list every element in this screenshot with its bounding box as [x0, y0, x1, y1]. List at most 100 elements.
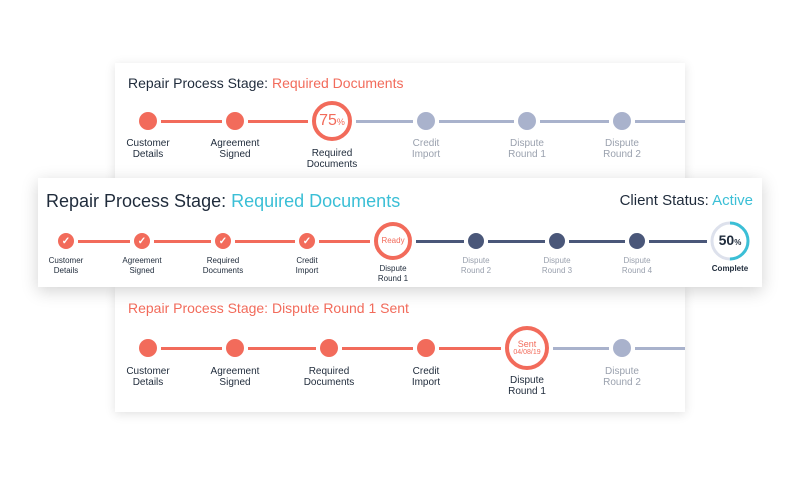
connector-line: [416, 240, 464, 243]
stage-title: Repair Process Stage: Required Documents: [128, 75, 403, 91]
completion-label: Complete: [711, 264, 749, 273]
connector-line: [635, 347, 685, 350]
connector-line: [439, 120, 514, 123]
step-label-line1: Customer: [48, 256, 84, 265]
step-node-done: [226, 339, 244, 357]
step-node-done: ✓: [299, 233, 315, 249]
step-label-line2: Import: [411, 377, 441, 388]
stage-title: Repair Process Stage: Required Documents: [46, 191, 400, 212]
step-label-line2: Round 1: [377, 274, 409, 283]
step-label-line2: Round 1: [508, 386, 546, 397]
step-node-pending: [629, 233, 645, 249]
step-label-line1: Agreement: [210, 138, 260, 149]
step-label-line1: Dispute: [605, 138, 639, 149]
connector-line: [488, 240, 545, 243]
step-label-line1: Credit: [412, 138, 440, 149]
step-node-done: [320, 339, 338, 357]
check-icon: ✓: [302, 235, 312, 247]
connector-line: [553, 347, 609, 350]
step-label-line1: Credit: [412, 366, 440, 377]
stage-card-dispute-sent: Repair Process Stage: Dispute Round 1 Se…: [115, 286, 685, 412]
step-label-line2: Documents: [202, 266, 244, 275]
step-label-line2: Details: [132, 377, 164, 388]
connector-line: [78, 240, 130, 243]
step-label-line2: Signed: [219, 377, 251, 388]
completion-value: 50: [718, 232, 735, 248]
step-badge: 75%: [319, 112, 345, 130]
connector-line: [161, 347, 222, 350]
connector-line: [569, 240, 625, 243]
connector-line: [248, 347, 316, 350]
stage-title: Repair Process Stage: Dispute Round 1 Se…: [128, 300, 409, 316]
step-label-line1: Dispute: [623, 256, 651, 265]
step-node-pending: [613, 339, 631, 357]
connector-line: [154, 240, 211, 243]
step-label-line2: Documents: [303, 377, 355, 388]
stage-card-main: Repair Process Stage: Required Documents…: [38, 178, 762, 287]
step-label-line1: Dispute: [510, 138, 544, 149]
step-node-current: 75%: [312, 101, 352, 141]
status-label: Client Status:: [619, 192, 709, 209]
step-node-done: ✓: [58, 233, 74, 249]
step-node-pending: [613, 112, 631, 130]
connector-line: [439, 347, 501, 350]
title-prefix: Repair Process Stage:: [128, 75, 269, 91]
step-node-done: [139, 112, 157, 130]
step-label-line1: Customer: [126, 138, 170, 149]
completion-ring: [710, 221, 750, 261]
step-badge: Ready: [381, 235, 405, 246]
client-status: Client Status: Active: [620, 192, 753, 209]
badge-value: Sent: [517, 338, 537, 349]
step-label-line2: Details: [53, 266, 79, 275]
completion-unit: %: [734, 238, 742, 247]
badge-value: Ready: [381, 235, 405, 245]
connector-line: [342, 347, 413, 350]
step-label-line2: Round 3: [541, 266, 573, 275]
step-node-done: [417, 339, 435, 357]
ring-progress: [710, 221, 750, 261]
step-label-line1: Required: [308, 366, 350, 377]
connector-line: [540, 120, 609, 123]
step-node-done: [226, 112, 244, 130]
step-label-line2: Import: [411, 149, 441, 160]
step-node-done: [139, 339, 157, 357]
step-node-current: Ready: [374, 222, 412, 260]
step-label-line2: Round 1: [508, 149, 546, 160]
connector-line: [356, 120, 413, 123]
step-label-line2: Signed: [219, 149, 251, 160]
step-label-line2: Round 4: [621, 266, 653, 275]
title-value: Required Documents: [231, 191, 401, 211]
check-icon: ✓: [218, 235, 228, 247]
step-label-line2: Import: [295, 266, 319, 275]
step-label-line2: Round 2: [603, 377, 641, 388]
title-prefix: Repair Process Stage:: [46, 191, 227, 211]
badge-unit: %: [336, 117, 345, 128]
check-icon: ✓: [61, 235, 71, 247]
step-node-pending: [518, 112, 536, 130]
step-label-line2: Round 2: [603, 149, 641, 160]
step-label-line2: Details: [132, 149, 164, 160]
connector-line: [319, 240, 370, 243]
connector-line: [635, 120, 685, 123]
step-badge: Sent: [517, 338, 537, 350]
step-node-pending: [468, 233, 484, 249]
status-value: Active: [712, 192, 753, 209]
title-value: Required Documents: [271, 75, 404, 91]
step-label-line1: Dispute: [605, 366, 639, 377]
